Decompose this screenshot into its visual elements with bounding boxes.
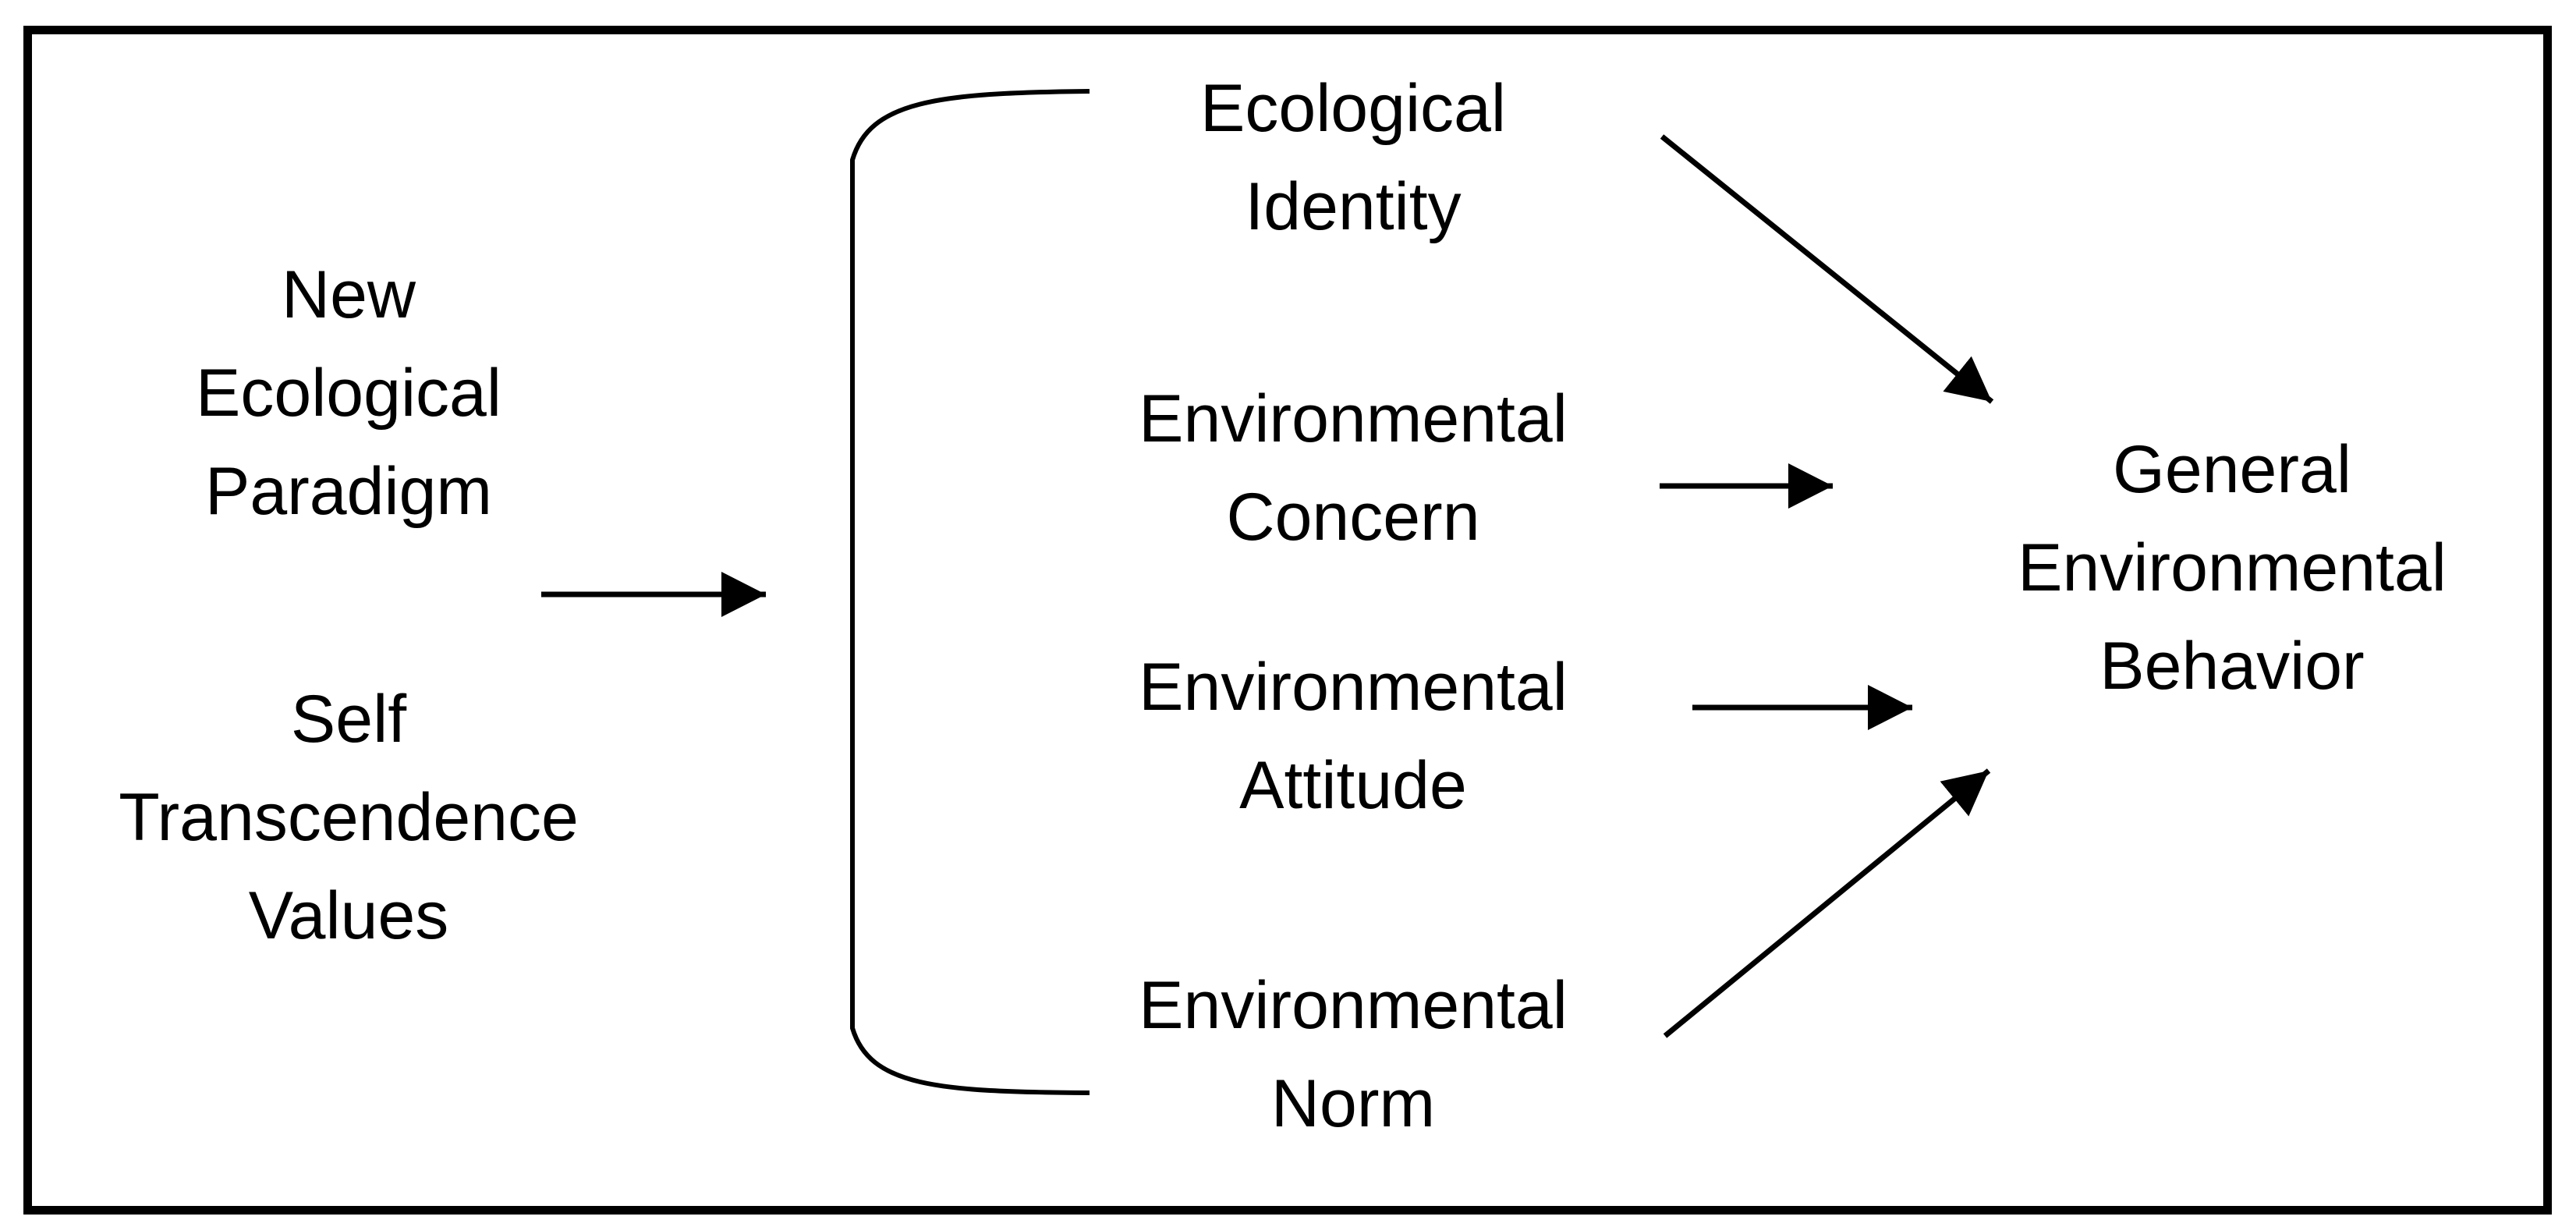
diagram-border	[23, 26, 2552, 1215]
mediators-bracket	[850, 89, 1090, 1095]
node-environmental-norm: Environmental Norm	[1139, 968, 1568, 1141]
node-self-transcendence-values: Self Transcendence Values	[119, 682, 579, 953]
node-ecological-identity: Ecological Identity	[1200, 71, 1506, 244]
arrow-ecological-identity-to-outcome-icon	[1660, 134, 1994, 404]
node-new-ecological-paradigm: New Ecological Paradigm	[196, 257, 501, 529]
node-environmental-concern: Environmental Concern	[1139, 381, 1568, 555]
node-general-environmental-behavior: General Environmental Behavior	[2018, 432, 2447, 704]
arrow-environmental-norm-to-outcome-icon	[1663, 768, 1991, 1038]
node-environmental-attitude: Environmental Attitude	[1139, 650, 1568, 823]
